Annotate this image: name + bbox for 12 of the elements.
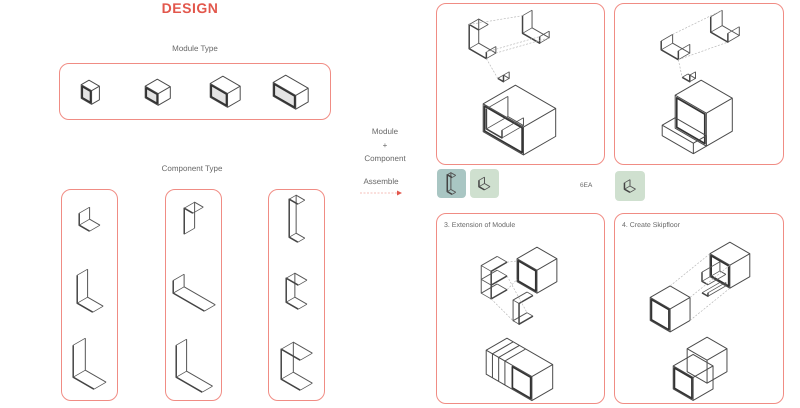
assembly-panel: [436, 3, 605, 165]
assembly-panel: [614, 3, 784, 165]
component-panel: [268, 189, 325, 401]
component-panel: [165, 189, 222, 401]
step-text: Assemble: [363, 177, 399, 187]
step-text: Module + Component: [363, 126, 407, 165]
component-panel: [61, 189, 118, 401]
page-title: DESIGN: [162, 0, 218, 17]
panel-heading: Module Type: [172, 44, 218, 54]
section-heading: Component Type: [162, 164, 222, 174]
assembly-panel: [436, 213, 605, 404]
assembly-panel: [614, 213, 784, 404]
